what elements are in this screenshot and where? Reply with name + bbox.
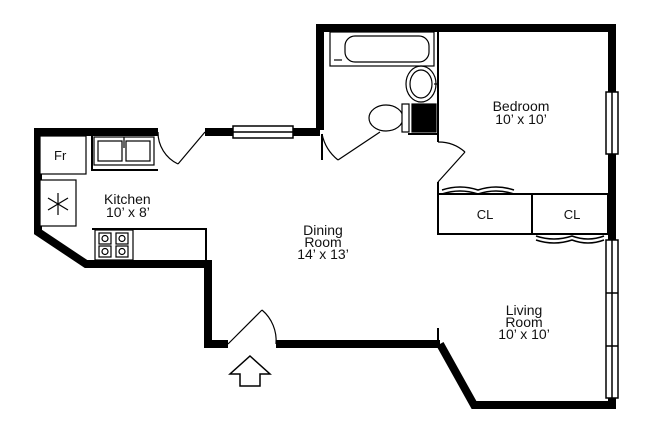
door-kitchen-top [157, 131, 206, 165]
interior-walls [91, 30, 609, 344]
dining-label: Dining Room 14’ x 13’ [297, 222, 349, 262]
dining-name-1: Dining [303, 222, 343, 238]
sink-icon [93, 136, 155, 166]
bedroom-name: Bedroom [493, 98, 550, 114]
fridge: Fr [39, 135, 87, 175]
dining-name-2: Room [304, 234, 341, 250]
stove-icon [94, 229, 134, 261]
kitchen-name: Kitchen [104, 191, 151, 207]
bathtub-icon [329, 31, 435, 67]
closet-doors [441, 186, 605, 244]
bedroom-dims: 10’ x 10’ [495, 111, 547, 127]
closet-labels: CL CL [477, 207, 581, 222]
snowflake-icon [39, 179, 77, 227]
living-name-2: Room [505, 314, 542, 330]
living-dims: 10’ x 10’ [498, 326, 550, 342]
toilet-icon [368, 103, 437, 133]
window-top [232, 125, 294, 139]
closet-label-2: CL [564, 207, 581, 222]
door-entry [227, 309, 277, 345]
fridge-label: Fr [54, 148, 67, 163]
kitchen-dims: 10’ x 8’ [106, 204, 150, 220]
window-living [605, 239, 619, 399]
window-bedroom [605, 91, 619, 155]
entry-arrow-icon [228, 354, 272, 387]
living-name-1: Living [506, 302, 543, 318]
kitchen-label: Kitchen 10’ x 8’ [104, 191, 151, 220]
door-bedroom [437, 141, 466, 183]
bedroom-label: Bedroom 10’ x 10’ [493, 98, 550, 127]
closet-label-1: CL [477, 207, 494, 222]
living-label: Living Room 10’ x 10’ [498, 302, 550, 342]
sink-bath-icon [405, 65, 438, 103]
exterior-walls [34, 24, 616, 409]
dining-dims: 14’ x 13’ [297, 246, 349, 262]
door-bathroom [321, 131, 381, 161]
